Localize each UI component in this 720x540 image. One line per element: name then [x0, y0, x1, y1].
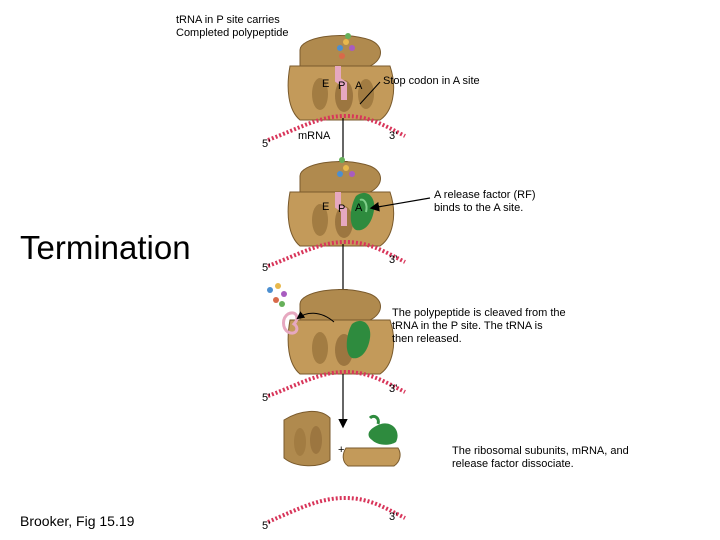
panel2-site-p-label: P — [338, 203, 346, 215]
panel4-mrna — [267, 495, 406, 524]
panel3-5prime-label: 5’ — [262, 392, 271, 404]
panel2-trna — [335, 157, 355, 226]
panel3-ribosome — [287, 288, 395, 375]
rf-pointer — [369, 197, 431, 212]
panel1-mrna — [267, 113, 406, 142]
panel4-3prime-label: 3’ — [389, 511, 398, 523]
panel3-caption: The polypeptide is cleaved from the tRNA… — [392, 307, 566, 345]
release-factor-rf — [350, 192, 375, 231]
panel3-release-factor — [346, 320, 371, 359]
panel1-site-a-label: A — [355, 80, 363, 92]
panel2-3prime-label: 3’ — [389, 254, 398, 266]
panel3-mrna — [267, 369, 406, 398]
panel1-ribosome — [287, 34, 395, 121]
panel4-5prime-label: 5’ — [262, 520, 271, 532]
release-factor-label: A release factor (RF) binds to the A sit… — [434, 189, 536, 214]
section-title: Termination — [20, 229, 191, 266]
panel2-5prime-label: 5’ — [262, 262, 271, 274]
panel4-caption: The ribosomal subunits, mRNA, and releas… — [452, 445, 629, 470]
panel2-site-a-label: A — [355, 202, 363, 214]
small-subunit — [342, 447, 401, 467]
panel3-3prime-label: 3’ — [389, 383, 398, 395]
stop-codon-pointer — [359, 81, 381, 105]
panel2-ribosome — [287, 160, 395, 247]
panel2-mrna — [267, 239, 406, 268]
panel1-site-p-label: P — [338, 80, 346, 92]
panel1-trna — [335, 33, 355, 100]
header-caption: tRNA in P site carries Completed polypep… — [176, 14, 289, 39]
panel1-3prime-label: 3’ — [389, 130, 398, 142]
plus-sign: + — [338, 444, 345, 456]
panel2-site-e-label: E — [322, 201, 330, 213]
figure-citation: Brooker, Fig 15.19 — [20, 513, 135, 529]
release-factor-free — [368, 414, 398, 445]
panel1-site-e-label: E — [322, 78, 330, 90]
panel1-5prime-label: 5’ — [262, 138, 271, 150]
released-trna — [282, 311, 299, 335]
released-polypeptide — [267, 283, 287, 307]
release-arrow — [296, 311, 335, 323]
mrna-label: mRNA — [298, 130, 331, 142]
large-subunit — [283, 411, 331, 467]
stop-codon-label: Stop codon in A site — [383, 75, 480, 87]
